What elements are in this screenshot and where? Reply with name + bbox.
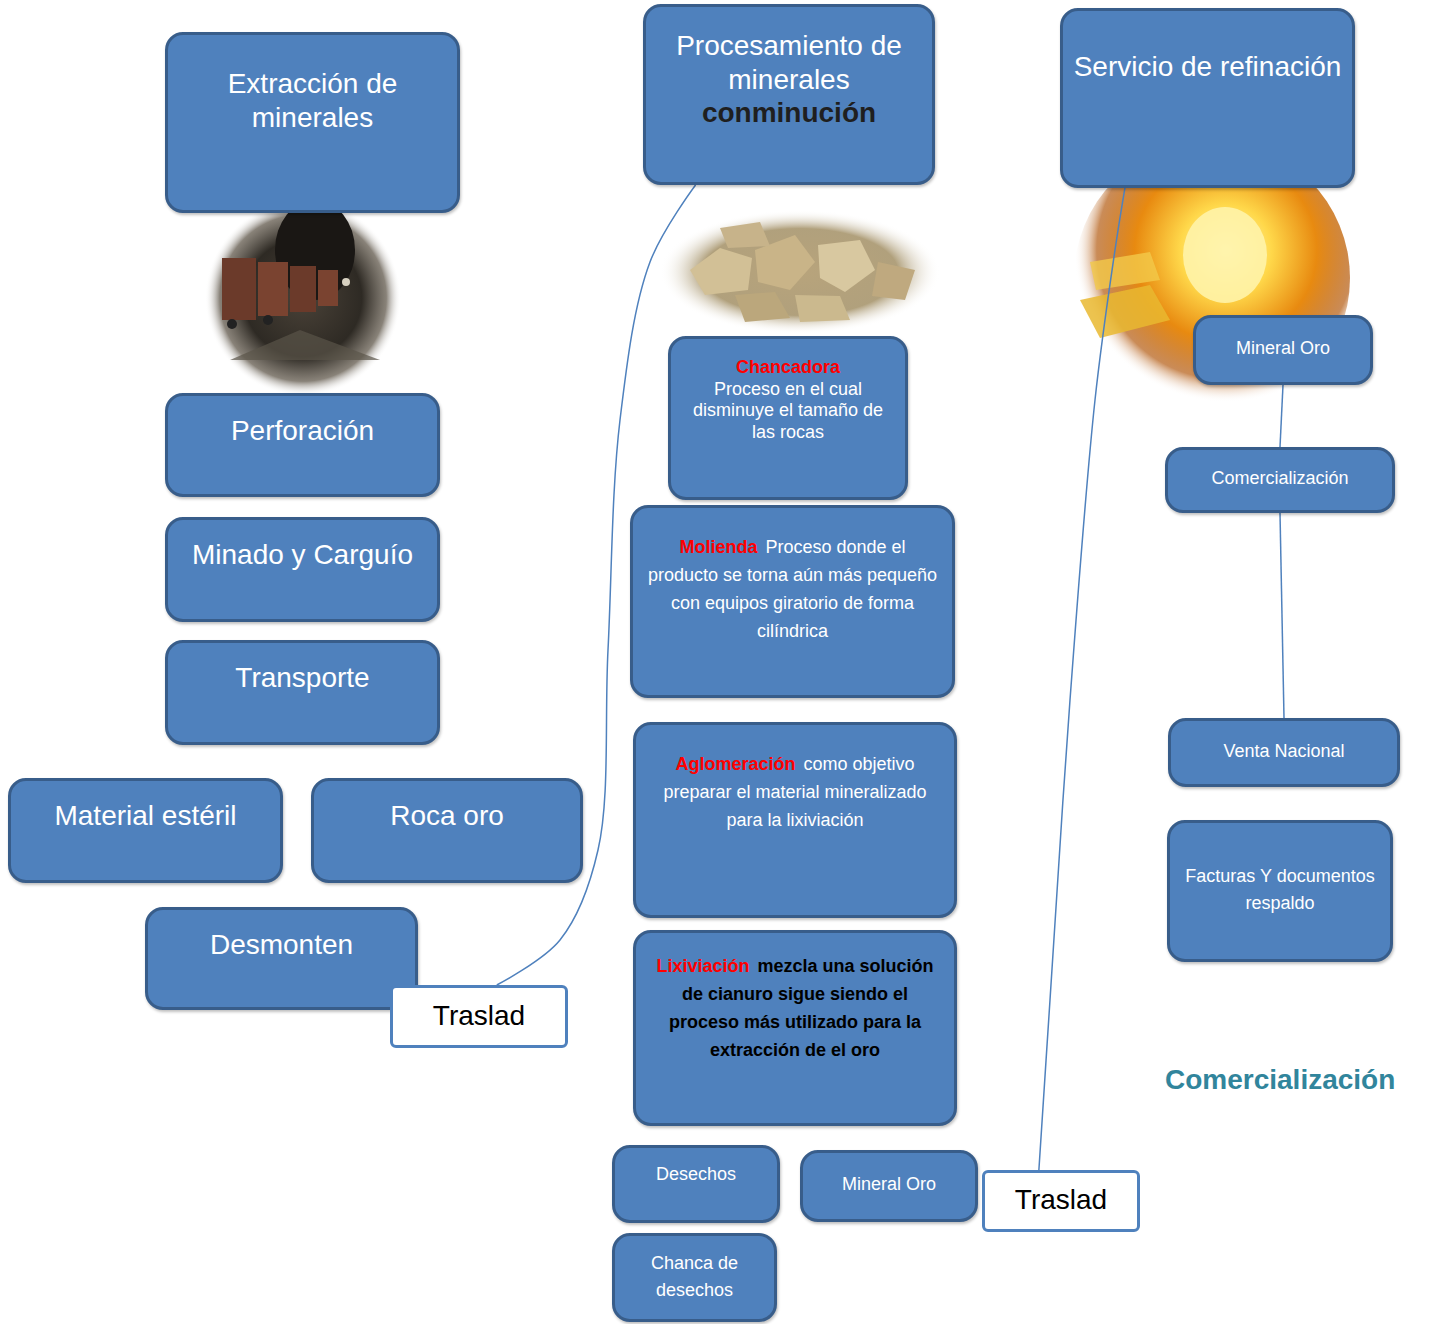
box-content: Extracción de minerales xyxy=(178,67,447,134)
box-content: Lixiviaciónmezcla una solución de cianur… xyxy=(646,953,944,1065)
box-content: Traslad xyxy=(403,999,555,1033)
section-label: Comercialización xyxy=(1165,1064,1395,1096)
box-heading: Material estéril xyxy=(21,799,270,833)
box-content: Roca oro xyxy=(324,799,570,833)
process-box: Servicio de refinación xyxy=(1060,8,1355,188)
process-box: Roca oro xyxy=(311,778,583,883)
mine-tunnel-picture xyxy=(205,200,401,396)
process-box: Desmonten xyxy=(145,907,418,1010)
box-content: Venta Nacional xyxy=(1181,741,1387,763)
box-content: Traslad xyxy=(995,1183,1127,1217)
process-box: Transporte xyxy=(165,640,440,745)
box-heading: Minado y Carguío xyxy=(178,538,427,572)
process-box: Mineral Oro xyxy=(1193,315,1373,385)
box-text: conminución xyxy=(656,96,922,130)
connector-line xyxy=(1280,513,1284,718)
box-content: Desmonten xyxy=(158,928,405,962)
process-box: Aglomeracióncomo objetivo preparar el ma… xyxy=(633,722,957,918)
box-heading: Extracción de minerales xyxy=(178,67,447,134)
connector-line xyxy=(1280,385,1283,447)
connector-line xyxy=(1039,188,1125,1170)
box-content: Aglomeracióncomo objetivo preparar el ma… xyxy=(646,751,944,835)
transfer-box: Traslad xyxy=(390,985,568,1048)
box-content: Material estéril xyxy=(21,799,270,833)
process-box: MoliendaProceso donde el producto se tor… xyxy=(630,505,955,698)
box-heading: Chanca de desechos xyxy=(625,1250,764,1304)
box-content: Minado y Carguío xyxy=(178,538,427,572)
box-heading: Mineral Oro xyxy=(1206,338,1360,360)
box-heading: Transporte xyxy=(178,661,427,695)
process-box: Mineral Oro xyxy=(800,1150,978,1222)
process-box: Facturas Y documentos respaldo xyxy=(1167,820,1393,962)
box-heading: Facturas Y documentos respaldo xyxy=(1180,863,1380,917)
process-box: Procesamiento de mineralesconminución xyxy=(643,4,935,185)
box-heading: Molienda xyxy=(679,537,757,557)
process-box: Lixiviaciónmezcla una solución de cianur… xyxy=(633,930,957,1126)
box-text: Proceso en el cual disminuye el tamaño d… xyxy=(681,379,895,444)
box-content: Facturas Y documentos respaldo xyxy=(1180,863,1380,917)
process-box: Comercialización xyxy=(1165,447,1395,513)
process-box: Extracción de minerales xyxy=(165,32,460,213)
rocks-picture xyxy=(660,210,940,334)
box-heading: Mineral Oro xyxy=(813,1174,965,1196)
box-heading: Desmonten xyxy=(158,928,405,962)
box-content: Comercialización xyxy=(1178,468,1382,490)
box-content: Transporte xyxy=(178,661,427,695)
process-box: ChancadoraProceso en el cual disminuye e… xyxy=(668,336,908,500)
box-content: ChancadoraProceso en el cual disminuye e… xyxy=(681,357,895,443)
box-content: Mineral Oro xyxy=(1206,338,1360,360)
process-box: Venta Nacional xyxy=(1168,718,1400,787)
process-box: Perforación xyxy=(165,393,440,497)
process-box: Desechos xyxy=(612,1145,780,1223)
box-content: Servicio de refinación xyxy=(1073,47,1342,88)
box-heading: Traslad xyxy=(995,1183,1127,1217)
box-content: Perforación xyxy=(178,414,427,448)
box-heading: Aglomeración xyxy=(675,754,795,774)
box-heading: Procesamiento de minerales xyxy=(656,29,922,96)
box-content: MoliendaProceso donde el producto se tor… xyxy=(643,534,942,646)
box-heading: Lixiviación xyxy=(656,956,749,976)
box-content: Desechos xyxy=(625,1164,767,1186)
box-content: Procesamiento de mineralesconminución xyxy=(656,29,922,130)
box-heading: Perforación xyxy=(178,414,427,448)
box-heading: Comercialización xyxy=(1178,468,1382,490)
process-box: Minado y Carguío xyxy=(165,517,440,622)
box-content: Mineral Oro xyxy=(813,1174,965,1196)
box-content: Chanca de desechos xyxy=(625,1250,764,1304)
box-heading: Venta Nacional xyxy=(1181,741,1387,763)
box-heading: Desechos xyxy=(625,1164,767,1186)
box-heading: Servicio de refinación xyxy=(1073,47,1342,88)
box-heading: Chancadora xyxy=(681,357,895,379)
process-box: Material estéril xyxy=(8,778,283,883)
box-heading: Roca oro xyxy=(324,799,570,833)
process-box: Chanca de desechos xyxy=(612,1233,777,1322)
transfer-box: Traslad xyxy=(982,1170,1140,1232)
box-heading: Traslad xyxy=(403,999,555,1033)
